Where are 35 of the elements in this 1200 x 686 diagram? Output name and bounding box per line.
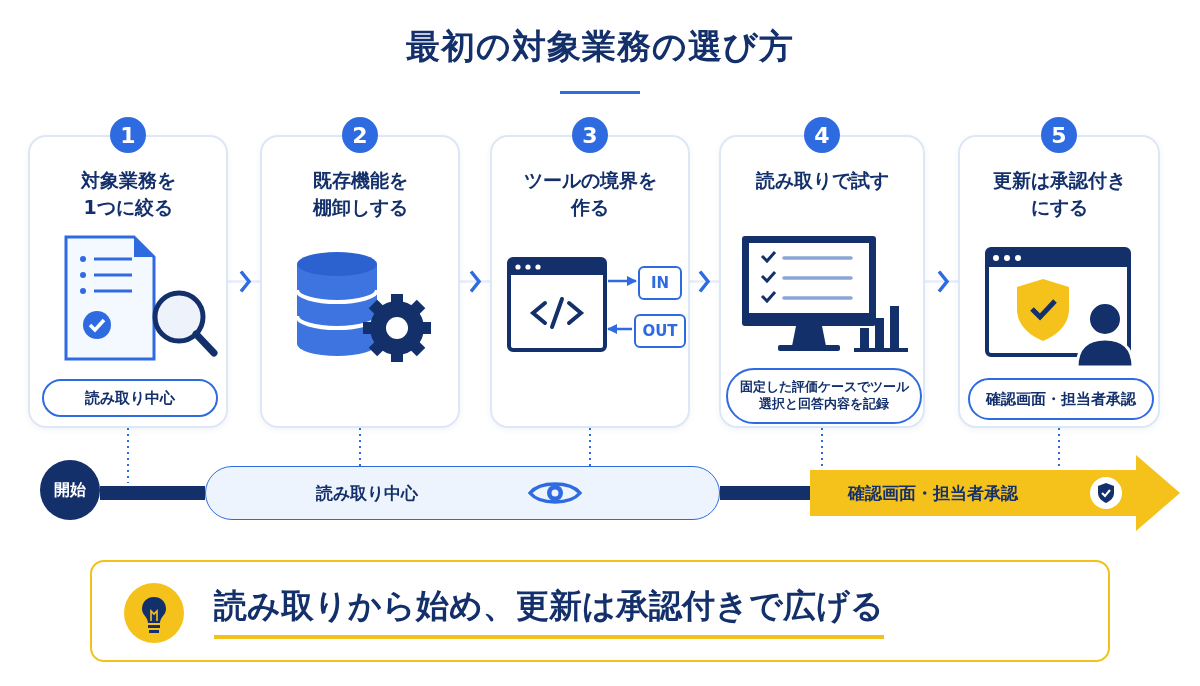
diagram-title: 最初の対象業務の選び方: [406, 25, 794, 68]
start-circle: 開始: [40, 460, 100, 520]
step-title: 読み取りで試す: [754, 168, 890, 193]
step-title: 既存機能を棚卸しする: [311, 168, 409, 220]
note-pill: 固定した評価ケースでツール選択と回答内容を記録: [726, 368, 922, 424]
dotted-connector: [127, 427, 129, 484]
step-title: ツールの境界を作る: [522, 168, 658, 220]
chevron-arrow: [460, 269, 490, 294]
arrow-banner: [810, 455, 1180, 531]
phase-label: 読み取り中心: [316, 481, 418, 505]
arrow: [608, 276, 637, 286]
dotted-connector: [589, 427, 591, 467]
chevron-arrow: [228, 269, 260, 294]
step-number: 3: [572, 117, 608, 153]
step-number: 1: [110, 117, 146, 153]
arrow: [607, 324, 632, 334]
step-number: 2: [342, 117, 378, 153]
port-label: OUT: [634, 314, 686, 348]
timeline-bar: [100, 486, 205, 500]
note-pill: 確認画面・担当者承認: [968, 378, 1154, 420]
step-title: 対象業務を1つに絞る: [79, 168, 177, 220]
phase-label: 確認画面・担当者承認: [848, 481, 1018, 505]
step-number: 5: [1041, 117, 1077, 153]
key-message: 読み取りから始め、更新は承認付きで広げる: [214, 584, 884, 639]
step-number: 4: [804, 117, 840, 153]
timeline-bar: [720, 486, 810, 500]
chevron-arrow: [690, 269, 719, 294]
chevron-arrow: [925, 269, 958, 294]
dotted-connector: [359, 427, 361, 467]
phase-band: [205, 466, 720, 520]
note-pill: 読み取り中心: [42, 379, 218, 417]
step-title: 更新は承認付きにする: [991, 168, 1127, 220]
code-window-icon: [507, 257, 607, 352]
message-box: [90, 560, 1110, 662]
port-label: IN: [638, 266, 682, 300]
